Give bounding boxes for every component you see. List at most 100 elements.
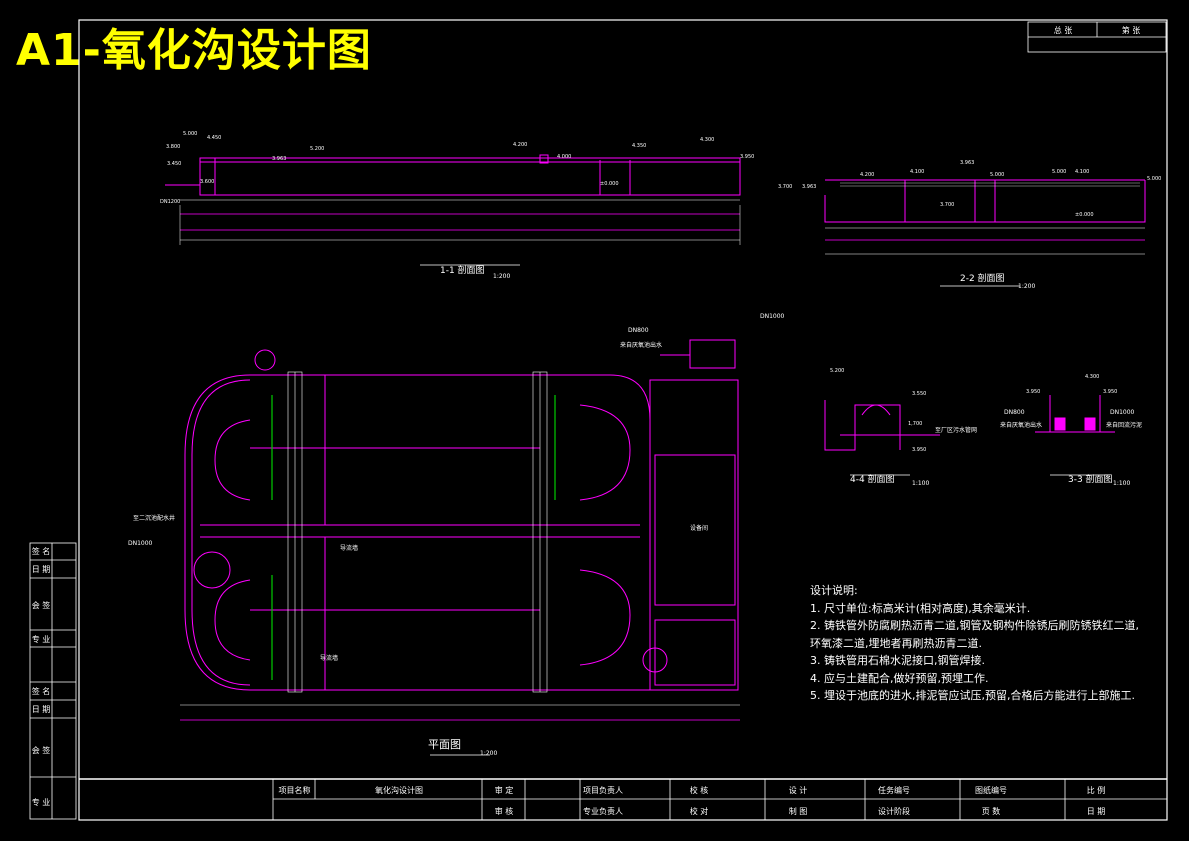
- elev-label: 4.200: [513, 142, 527, 148]
- elev-label: 5.000: [183, 131, 197, 137]
- title-block: [272, 779, 1167, 820]
- elev-label: 3.950: [1103, 389, 1117, 395]
- section-3-3-scale: 1:100: [1113, 480, 1130, 487]
- elev-label: 3.963: [272, 156, 286, 162]
- drawing-frame: [78, 19, 1168, 821]
- plan-title: 平面图: [428, 738, 461, 751]
- section-3-3-labels: 3.950 4.300 3.950 DN800 DN1000 来自厌氧池出水 来…: [1000, 374, 1142, 487]
- side-strip-cell: 专 业: [31, 798, 51, 807]
- corner-sheet-no: 第 张: [1121, 26, 1141, 35]
- elev-label: 3.950: [912, 447, 926, 453]
- pipe-label: DN800: [628, 327, 649, 334]
- note-item: 3. 铸铁管用石棉水泥接口,钢管焊接.: [810, 654, 985, 667]
- section-1-1-scale: 1:200: [493, 273, 510, 280]
- elev-label: 3.950: [740, 154, 754, 160]
- tb-drawing-no: 图纸编号: [975, 786, 1007, 795]
- tb-scale: 比 例: [1086, 786, 1106, 795]
- tb-discipline-lead: 专业负责人: [583, 807, 623, 816]
- elev-label: 4.300: [700, 137, 714, 143]
- side-strip-cell: 专 业: [31, 635, 51, 644]
- elev-label: 4.300: [1085, 374, 1099, 380]
- section-3-3-title: 3-3 剖面图: [1068, 473, 1113, 485]
- tb-project-label: 项目名称: [278, 786, 311, 795]
- elev-label: 5.000: [1052, 169, 1066, 175]
- pipe-label: DN800: [1004, 409, 1025, 416]
- elev-label: 3.700: [778, 184, 792, 190]
- tb-proofread: 校 对: [689, 807, 709, 816]
- tb-review: 审 定: [494, 786, 514, 795]
- tb-proof: 校 核: [689, 786, 709, 795]
- pipe-label: 1,700: [908, 421, 922, 427]
- notes-heading: 设计说明:: [810, 584, 858, 597]
- plan-scale: 1:200: [480, 750, 497, 757]
- section-4-4-title: 4-4 剖面图: [850, 473, 895, 485]
- tb-draw: 制 图: [788, 807, 808, 816]
- elev-label: 3.963: [960, 160, 974, 166]
- pipe-label: DN1000: [128, 540, 153, 547]
- side-strip-cell: 日 期: [31, 705, 51, 714]
- elev-label: 3.800: [166, 144, 180, 150]
- section-1-1-elevations: 5.000 3.800 3.450 4.450 3.963 5.200 4.20…: [160, 131, 754, 280]
- note-item: 4. 应与土建配合,做好预留,预埋工作.: [810, 671, 989, 685]
- outlet-note: 至厂区污水管网: [935, 426, 977, 434]
- side-strip: [29, 542, 77, 820]
- aerator-rotors: [287, 371, 548, 693]
- elev-label: 4.450: [207, 135, 221, 141]
- sheet-title: A1-氧化沟设计图: [16, 25, 372, 76]
- section-2-2: [824, 179, 1146, 287]
- tb-project-value: 氧化沟设计图: [375, 786, 423, 795]
- side-strip-cell: 签 名: [31, 687, 51, 696]
- plan-labels: DN800 DN1000 至二沉池配水井 DN1000 来自厌氧池出水 导流墙 …: [128, 313, 785, 757]
- side-strip-cell: 日 期: [31, 565, 51, 574]
- elev-label: 5.200: [310, 146, 324, 152]
- corner-total-sheets: 总 张: [1053, 26, 1073, 35]
- elev-label: 3.450: [167, 161, 181, 167]
- note-item: 环氧漆二道,埋地者再刷热沥青二道.: [810, 636, 982, 650]
- side-strip-cell: 会 签: [31, 601, 51, 610]
- section-4-4-scale: 1:100: [912, 480, 929, 487]
- elev-label: DN1200: [160, 199, 180, 205]
- section-4-4-labels: 5.200 3.550 3.950 1,700 至厂区污水管网 4-4 剖面图 …: [830, 368, 977, 487]
- elev-label: 5.200: [830, 368, 844, 374]
- section-4-4: [824, 400, 940, 476]
- elev-label: 3.950: [1026, 389, 1040, 395]
- guide-walls-green: [271, 395, 556, 680]
- elev-label: 4.100: [1075, 169, 1089, 175]
- elev-label: 3.963: [802, 184, 816, 190]
- inlet-label: 至二沉池配水井: [133, 514, 175, 522]
- side-strip-cell: 签 名: [31, 547, 51, 556]
- section-3-3: [1035, 395, 1115, 476]
- elev-label: 3.700: [940, 202, 954, 208]
- return-note: 来自回流污泥: [1106, 421, 1142, 429]
- note-item: 2. 铸铁管外防腐刷热沥青二道,钢管及钢构件除锈后刷防锈铁红二道,: [810, 619, 1139, 632]
- note-item: 5. 埋设于池底的进水,排泥管应试压,预留,合格后方能进行上部施工.: [810, 689, 1135, 702]
- tb-date: 日 期: [1086, 807, 1106, 816]
- elev-label: 4.100: [910, 169, 924, 175]
- section-1-1: [165, 154, 741, 266]
- design-notes: 设计说明: 1. 尺寸单位:标高米计(相对高度),其余毫米计. 2. 铸铁管外防…: [810, 582, 1139, 705]
- elev-label: 3.600: [200, 179, 214, 185]
- room-label: 设备间: [690, 524, 708, 532]
- section-2-2-elevations: 3.700 3.963 4.200 4.100 3.963 5.000 5.00…: [778, 160, 1161, 290]
- pipe-label: DN1000: [1110, 409, 1135, 416]
- inlet-label: 来自厌氧池出水: [620, 341, 662, 349]
- tb-check: 审 核: [494, 807, 514, 816]
- section-1-1-title: 1-1 剖面图: [440, 264, 485, 276]
- elev-label: 4.200: [860, 172, 874, 178]
- elev-label: ±0.000: [1075, 212, 1094, 218]
- tb-project-lead: 项目负责人: [583, 786, 623, 795]
- elev-label: 4.000: [557, 154, 571, 160]
- side-strip-cell: 会 签: [31, 746, 51, 755]
- pipe-label: DN1000: [760, 313, 785, 320]
- tb-page-no: 页 数: [981, 807, 1001, 816]
- section-2-2-hatch: [840, 182, 1140, 187]
- tb-design: 设 计: [788, 786, 808, 795]
- plan-view: [180, 339, 740, 756]
- section-2-2-title: 2-2 剖面图: [960, 272, 1005, 284]
- tb-task-no: 任务编号: [878, 786, 910, 795]
- section-2-2-scale: 1:200: [1018, 283, 1035, 290]
- inlet-note: 来自厌氧池出水: [1000, 421, 1042, 429]
- elev-label: 5.000: [1147, 176, 1161, 182]
- elev-label: ±0.000: [600, 181, 619, 187]
